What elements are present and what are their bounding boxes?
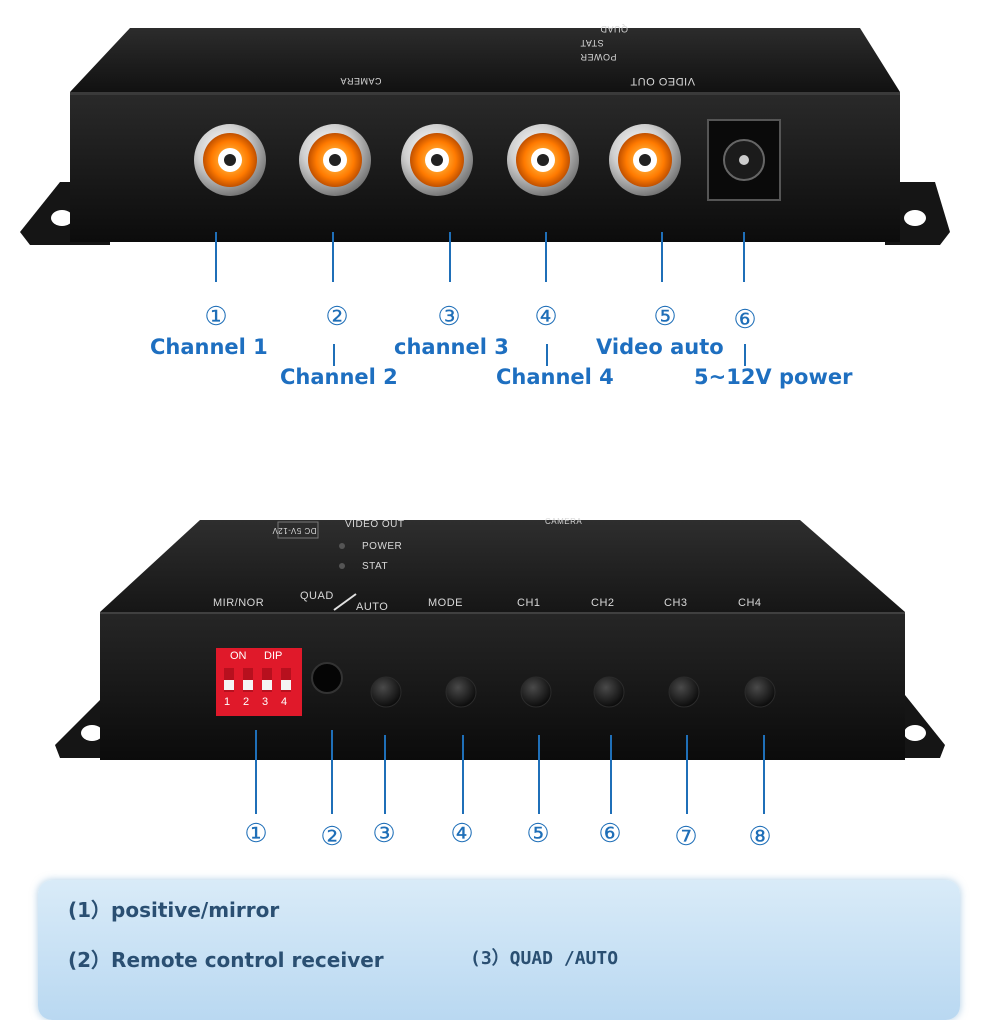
quad-auto-button[interactable] [370,676,402,708]
dip-number-3: 3 [262,696,269,708]
mode-button[interactable] [445,676,477,708]
dip-number-1: 1 [224,696,231,708]
leader-line-6b [744,344,746,366]
leader-line-5 [661,232,663,282]
dc-power-jack [707,119,781,201]
bottom-video-out-label: VIDEO OUT [345,519,405,530]
dip-slot-4 [281,668,291,692]
bottom-leader-2 [331,730,333,814]
leader-line-6 [743,232,745,282]
ch2-button[interactable] [593,676,625,708]
bottom-device-image [55,520,945,760]
bottom-callout-5: ⑤ [526,819,550,849]
bottom-buttons [311,662,776,708]
callout-number-2: ② [325,302,349,332]
bottom-callout-8: ⑧ [748,822,772,852]
mir-nor-label: MIR/NOR [213,597,265,609]
dip-label: DIP [264,650,283,662]
top-connectors [194,119,781,201]
dip-number-2: 2 [243,696,250,708]
bottom-leader-3 [384,735,386,814]
bottom-leader-5 [538,735,540,814]
ch4-label: CH4 [738,597,762,609]
bottom-callout-3: ③ [372,819,396,849]
label-channel-2: Channel 2 [280,365,398,389]
ch1-label: CH1 [517,597,541,609]
bottom-leader-4 [462,735,464,814]
bottom-callout-7: ⑦ [674,822,698,852]
mode-label: MODE [428,597,463,609]
bottom-callout-4: ④ [450,819,474,849]
label-channel-4: Channel 4 [496,365,614,389]
rca-jack-2 [299,124,371,196]
bottom-callout-1: ① [244,819,268,849]
rca-jack-video-out [609,124,681,196]
dip-switch[interactable]: ON DIP 1 2 3 4 [216,648,302,716]
bottom-leader-8 [763,735,765,814]
leader-line-4b [546,344,548,366]
ch4-button[interactable] [744,676,776,708]
dip-slot-2 [243,668,253,692]
ir-receiver [311,662,343,694]
label-channel-1: Channel 1 [150,335,268,359]
ch3-button[interactable] [668,676,700,708]
bottom-leader-7 [686,735,688,814]
bottom-dc-label: DC 5V-12V [272,526,317,535]
dip-number-4: 4 [281,696,288,708]
dip-on-label: ON [230,650,247,662]
auto-label: AUTO [356,601,389,613]
legend-item-1: (1）positive/mirror [68,898,280,922]
leader-line-1 [215,232,217,282]
rca-jack-1 [194,124,266,196]
bottom-camera-label: CAMERA [545,517,583,526]
label-video-auto: Video auto [596,335,724,359]
callout-number-4: ④ [534,302,558,332]
legend-box: (1）positive/mirror (2）Remote control rec… [38,880,960,1020]
label-channel-3: channel 3 [394,335,509,359]
legend-item-3: (3）QUAD /AUTO [470,948,619,969]
bottom-stat-label: STAT [362,561,389,572]
bottom-callout-6: ⑥ [598,819,622,849]
rca-jack-4 [507,124,579,196]
callout-number-6: ⑥ [733,305,757,335]
quad-auto-slash [333,593,357,611]
bottom-leader-1 [255,730,257,814]
bottom-power-label: POWER [362,541,403,552]
label-power-input: 5~12V power [694,365,853,389]
leader-line-3 [449,232,451,282]
ch3-label: CH3 [664,597,688,609]
leader-line-4 [545,232,547,282]
ch1-button[interactable] [520,676,552,708]
callout-number-1: ① [204,302,228,332]
ch2-label: CH2 [591,597,615,609]
bottom-callout-2: ② [320,822,344,852]
callout-number-5: ⑤ [653,302,677,332]
quad-label: QUAD [300,590,334,602]
dip-slot-1 [224,668,234,692]
callout-number-3: ③ [437,302,461,332]
dip-slot-3 [262,668,272,692]
leader-line-2b [333,344,335,366]
leader-line-2 [332,232,334,282]
rca-jack-3 [401,124,473,196]
bottom-leader-6 [610,735,612,814]
legend-item-2: (2）Remote control receiver [68,948,384,972]
